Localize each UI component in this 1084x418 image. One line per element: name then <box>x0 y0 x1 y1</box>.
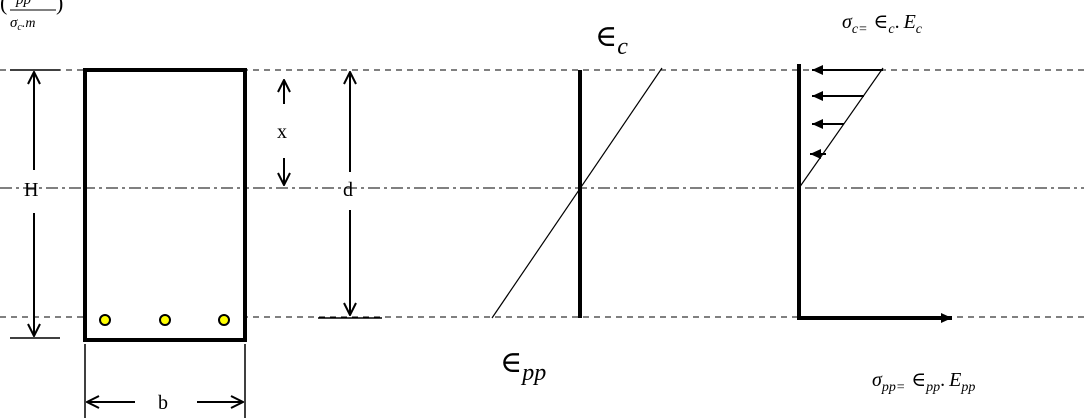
strain-profile-line <box>491 67 663 319</box>
corner-close-paren: ) <box>56 0 63 15</box>
compression-arrows <box>810 65 883 159</box>
height-dimension <box>10 69 60 339</box>
neutral-axis-label: x <box>277 121 287 143</box>
rebar-circle <box>159 314 171 326</box>
corner-fraction-label: ( pp σc.m ) <box>0 0 63 33</box>
stress-compression-profile <box>798 67 884 189</box>
corner-denominator: σc.m <box>10 15 35 33</box>
strain-bottom-label: ∈pp <box>500 346 546 386</box>
corner-numerator: pp <box>15 0 32 8</box>
strain-diagram <box>491 67 663 319</box>
width-label: b <box>158 392 168 414</box>
rebar-circle <box>218 314 230 326</box>
rebar-group <box>99 314 230 326</box>
effective-depth-dimension <box>318 72 382 319</box>
stress-bottom-equation: σpp=∈pp.Epp <box>872 369 975 395</box>
strain-top-label: ∈c <box>595 20 628 60</box>
effective-depth-label: d <box>343 179 353 201</box>
stress-top-equation: σc=∈c.Ec <box>842 11 923 37</box>
beam-cross-section <box>83 68 247 342</box>
width-dimension <box>84 344 246 418</box>
corner-open-paren: ( <box>0 0 7 15</box>
height-label: H <box>24 179 38 201</box>
rebar-circle <box>99 314 111 326</box>
section-rectangle <box>83 68 247 342</box>
stress-diagram <box>797 64 952 323</box>
